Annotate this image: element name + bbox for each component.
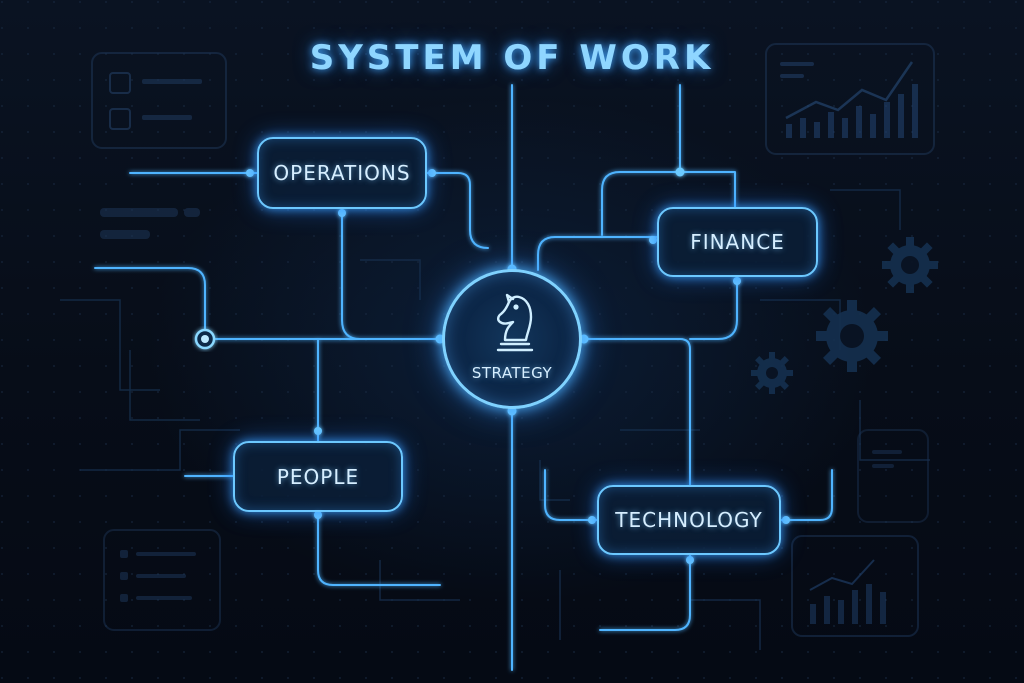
checklist-icon (91, 52, 227, 149)
chess-knight-icon (496, 293, 534, 352)
endpoint-node (194, 328, 216, 350)
node-people[interactable]: PEOPLE (233, 441, 403, 512)
strategy-hub[interactable]: STRATEGY (442, 269, 582, 409)
node-operations[interactable]: OPERATIONS (257, 137, 427, 209)
node-technology[interactable]: TECHNOLOGY (597, 485, 781, 555)
diagram-title: SYSTEM OF WORK (309, 38, 715, 78)
strategy-label: STRATEGY (471, 364, 553, 382)
bar-chart-icon (791, 535, 919, 637)
gear-icon (751, 237, 938, 394)
node-finance[interactable]: FINANCE (657, 207, 818, 277)
line-chart-icon (765, 43, 935, 155)
